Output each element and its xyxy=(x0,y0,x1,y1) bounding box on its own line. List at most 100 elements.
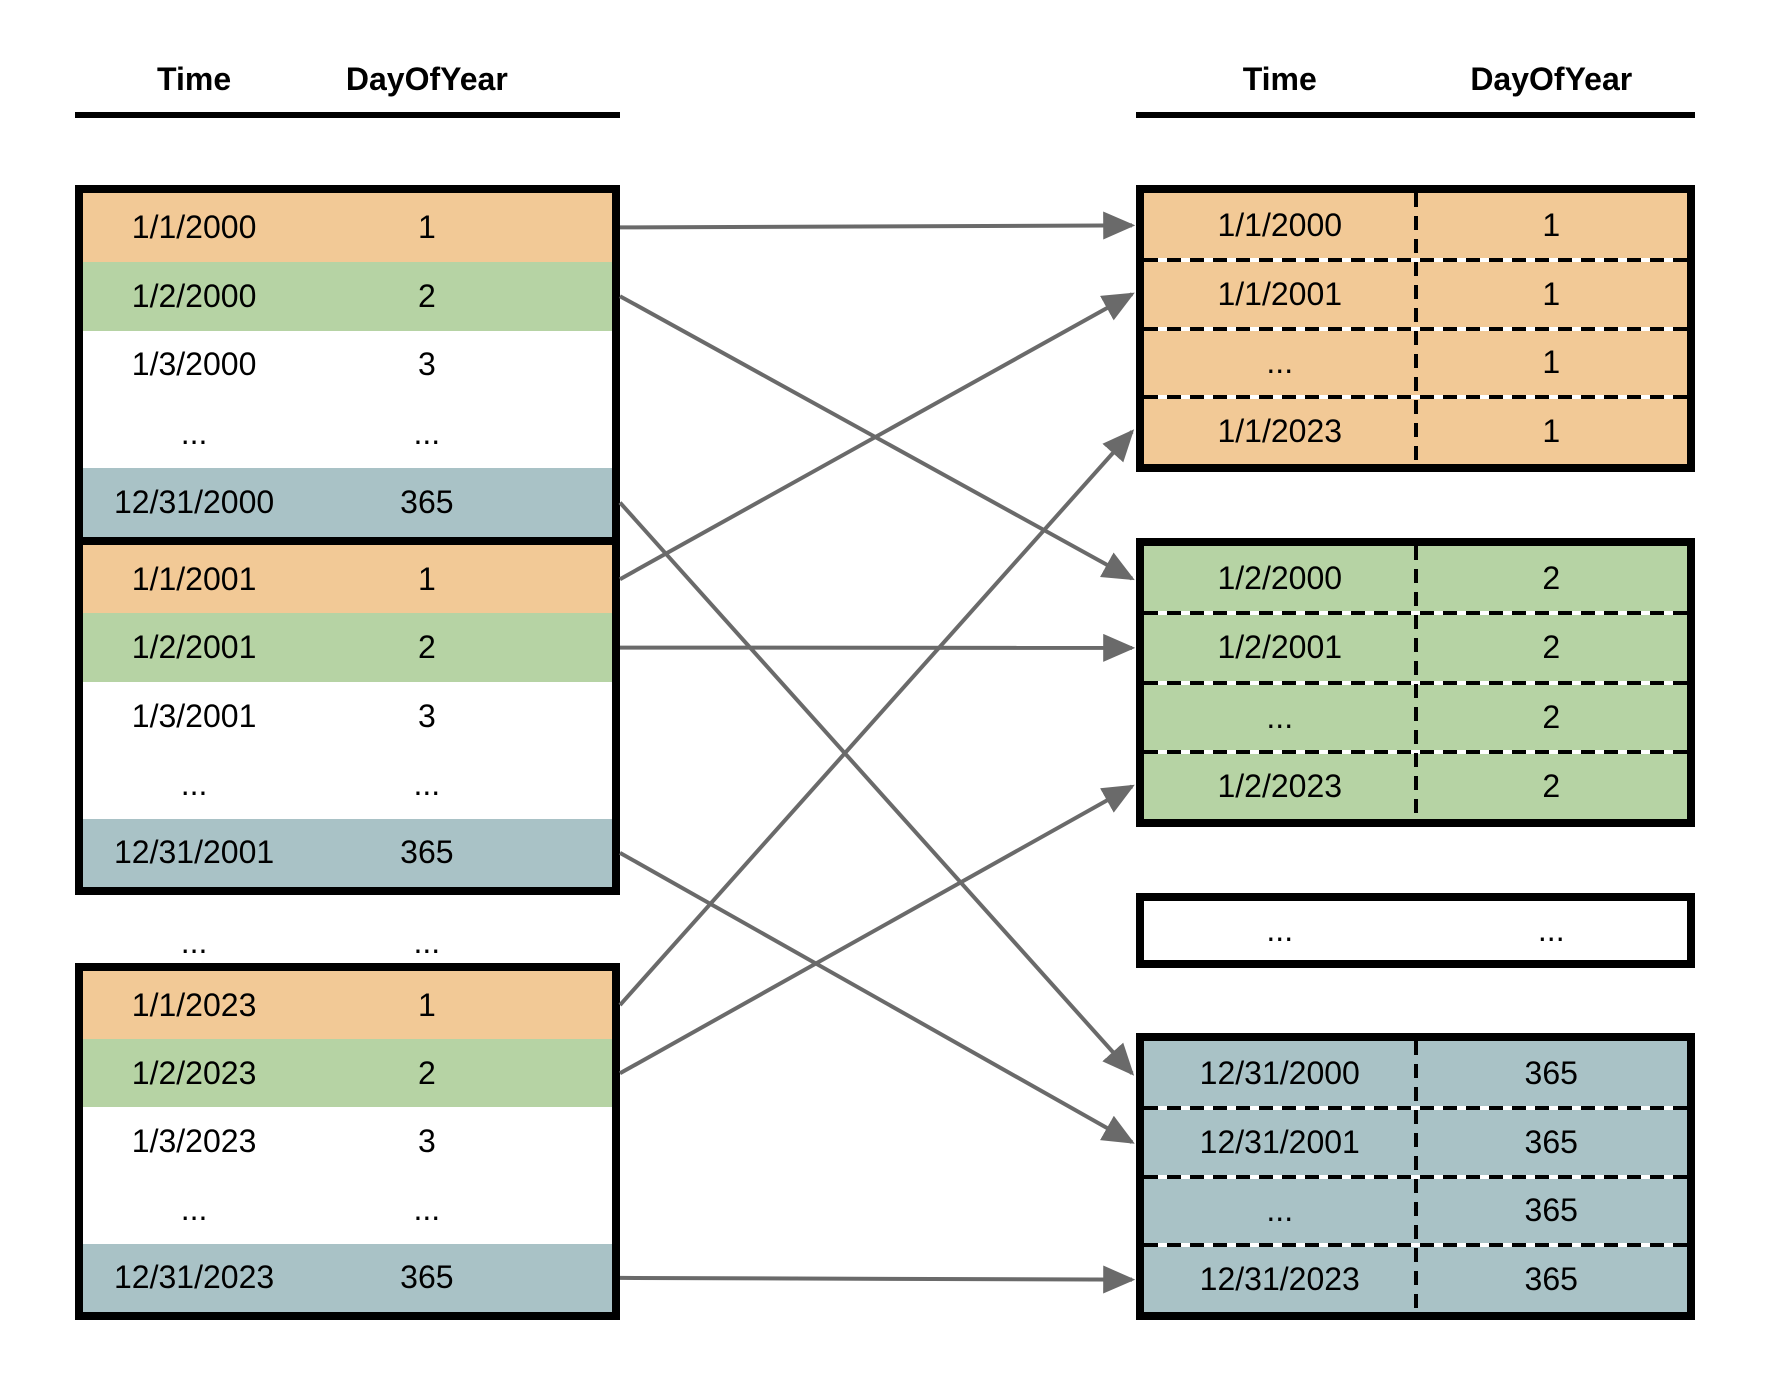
time-cell: 1/3/2000 xyxy=(131,346,257,383)
time-cell: ... xyxy=(180,1191,208,1228)
source-table-2023: 1/1/2023 1 1/2/2023 2 1/3/2023 3...... 12/31/2… xyxy=(75,963,620,1320)
table-row: ...... xyxy=(1144,901,1687,960)
time-cell: 1/2/2023 xyxy=(131,1054,257,1091)
dayofyear-cell: 1 xyxy=(1542,413,1561,450)
dayofyear-cell: 1 xyxy=(1542,275,1561,312)
table-row: ...... xyxy=(83,1175,612,1244)
table-row: 1/3/2001 3 xyxy=(83,681,612,751)
mapping-arrow xyxy=(619,211,1136,240)
dayofyear-cell: ... xyxy=(413,415,441,452)
table-row: 1/3/2000 3 xyxy=(83,330,612,400)
mapping-arrow xyxy=(618,501,1135,1076)
dayofyear-cell: 2 xyxy=(417,629,436,666)
dayofyear-cell: 3 xyxy=(417,1123,436,1159)
mapping-arrow xyxy=(619,784,1135,1076)
dayofyear-cell: 365 xyxy=(400,1259,454,1296)
time-cell: 1/2/2001 xyxy=(1217,629,1343,666)
dayofyear-cell: ... xyxy=(1537,912,1565,948)
time-cell: 1/2/2000 xyxy=(131,277,257,314)
time-cell: 12/31/2001 xyxy=(1199,1123,1360,1160)
time-cell: 1/1/2001 xyxy=(1217,275,1343,312)
time-cell: 12/31/2001 xyxy=(114,834,275,871)
dayofyear-cell: ... xyxy=(413,1191,441,1228)
time-cell: ... xyxy=(1266,1192,1294,1229)
grouped-table-day1: 1/1/2000 1 1/1/2001 1... 1 1/1/2023 1 xyxy=(1136,185,1695,472)
right-table-header: Time DayOfYear xyxy=(1136,56,1695,102)
mapping-arrow xyxy=(619,1265,1136,1294)
column-separator xyxy=(1413,1041,1418,1312)
dayofyear-cell: 1 xyxy=(417,208,436,245)
time-cell: 1/3/2001 xyxy=(131,697,257,734)
left-table-header: Time DayOfYear xyxy=(75,56,620,102)
dayofyear-cell: 1 xyxy=(1542,206,1561,243)
source-tables-ellipsis-divider: ... ... xyxy=(75,912,620,972)
time-cell: ... xyxy=(180,415,208,452)
dayofyear-cell: 2 xyxy=(1542,698,1561,735)
dayofyear-cell: 1 xyxy=(417,986,436,1023)
mapping-arrow xyxy=(618,429,1135,1007)
time-cell: ... xyxy=(1266,344,1294,381)
right-header-dayofyear: DayOfYear xyxy=(1470,60,1633,97)
time-cell: 12/31/2023 xyxy=(114,1259,275,1296)
grouped-table-day365: 12/31/2000 365 12/31/2001 365... 365 12/31/20… xyxy=(1136,1033,1695,1320)
table-row: 1/1/2023 1 xyxy=(83,971,612,1040)
dayofyear-cell: 365 xyxy=(400,834,454,871)
left-header-time: Time xyxy=(157,60,232,97)
table-row: 12/31/2001 365 xyxy=(83,818,612,888)
dayofyear-cell: 2 xyxy=(417,1054,436,1091)
mapping-arrow xyxy=(619,851,1135,1144)
table-row: 1/1/2000 1 xyxy=(83,193,612,262)
time-cell: 1/2/2000 xyxy=(1217,560,1343,597)
time-cell: ... xyxy=(1266,698,1294,735)
dayofyear-cell: 365 xyxy=(1524,1192,1578,1229)
dayofyear-cell: 365 xyxy=(400,484,454,521)
left-header-dayofyear: DayOfYear xyxy=(345,60,508,97)
table-row: 1/3/2023 3 xyxy=(83,1107,612,1176)
dayofyear-cell: 1 xyxy=(1542,344,1561,381)
table-row: 1/2/2023 2 xyxy=(83,1039,612,1108)
dayofyear-cell: 2 xyxy=(1542,629,1561,666)
dayofyear-cell: 365 xyxy=(1524,1123,1578,1160)
time-cell: 1/1/2000 xyxy=(1217,206,1343,243)
mapping-arrow xyxy=(619,292,1135,581)
table-row: 1/1/2001 1 xyxy=(83,545,612,614)
dayofyear-cell: 3 xyxy=(417,346,436,383)
right-header-time: Time xyxy=(1242,60,1317,97)
right-header-underline xyxy=(1136,112,1695,118)
column-separator xyxy=(1413,193,1418,464)
time-cell: 1/2/2001 xyxy=(131,629,257,666)
dayofyear-cell: 3 xyxy=(417,697,436,734)
time-cell: 1/1/2000 xyxy=(131,208,257,245)
time-cell: 12/31/2000 xyxy=(1199,1054,1360,1091)
time-cell: ... xyxy=(1266,912,1294,948)
column-separator xyxy=(1413,546,1418,819)
dayofyear-cell: 2 xyxy=(417,277,436,314)
mapping-arrow xyxy=(619,294,1135,581)
ellipsis-label: ... xyxy=(413,923,441,960)
time-cell: ... xyxy=(180,765,208,802)
dayofyear-cell: 365 xyxy=(1524,1261,1578,1298)
dayofyear-cell: ... xyxy=(413,765,441,802)
dayofyear-cell: 365 xyxy=(1524,1054,1578,1091)
dayofyear-cell: 2 xyxy=(1542,560,1561,597)
table-row: 12/31/2000 365 xyxy=(83,468,612,537)
time-cell: 12/31/2023 xyxy=(1199,1261,1360,1298)
table-row: ...... xyxy=(83,399,612,469)
ellipsis-label: ... xyxy=(180,923,208,960)
time-cell: 1/1/2001 xyxy=(131,560,257,597)
table-row: 1/2/2000 2 xyxy=(83,261,612,331)
dayofyear-cell: 1 xyxy=(417,560,436,597)
time-cell: 1/1/2023 xyxy=(131,986,257,1023)
time-cell: 12/31/2000 xyxy=(114,484,275,521)
time-cell: 1/3/2023 xyxy=(131,1123,257,1159)
table-row: ...... xyxy=(83,750,612,819)
grouped-table-ellipsis: ...... xyxy=(1136,893,1695,968)
time-cell: 1/1/2023 xyxy=(1217,413,1343,450)
left-header-underline xyxy=(75,112,620,118)
table-row: 1/2/2001 2 xyxy=(83,613,612,682)
time-cell: 1/2/2023 xyxy=(1217,767,1343,804)
